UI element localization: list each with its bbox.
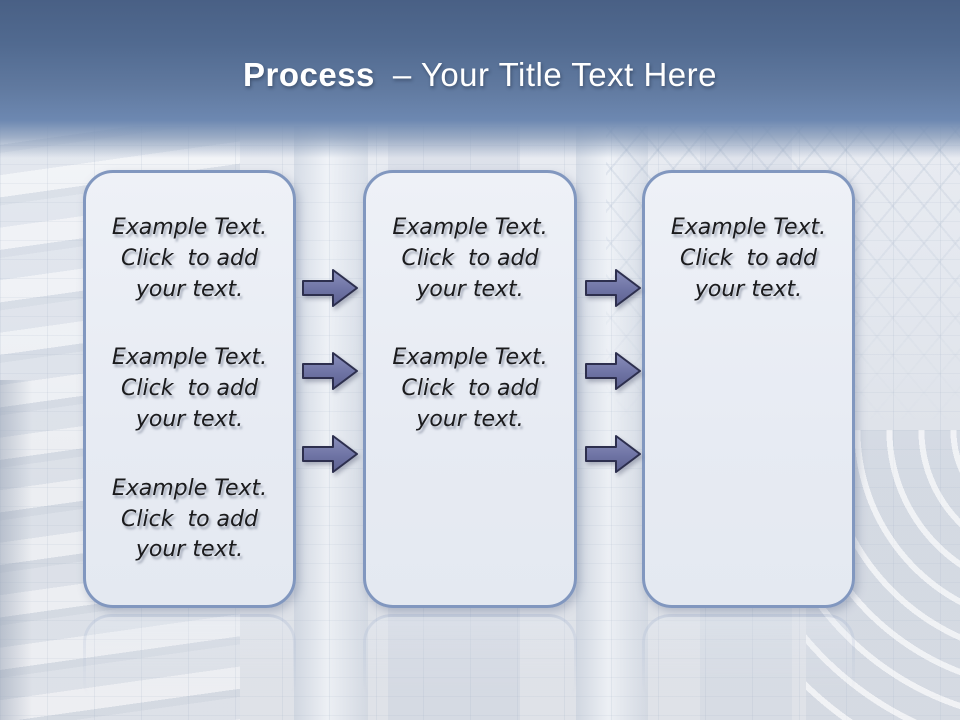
process-box-2[interactable]: Example Text. Click to add your text. Ex… [363,170,577,608]
placeholder-text[interactable]: Example Text. Click to add your text. [392,215,548,302]
title-secondary: – Your Title Text Here [392,56,718,93]
title-bar: Process – Your Title Text Here [0,0,960,158]
bg-building-left-edge [0,380,32,720]
placeholder-text[interactable]: Example Text. Click to add your text. [670,215,827,302]
arrow-right-icon[interactable] [302,351,358,391]
box-reflection-3 [642,614,855,710]
placeholder-text[interactable]: Example Text. Click to add your text. [111,345,268,432]
title-primary: Process [242,56,375,93]
slide-title[interactable]: Process – Your Title Text Here [0,42,960,108]
placeholder-text[interactable]: Example Text. Click to add your text. [111,215,268,302]
process-box-1[interactable]: Example Text. Click to add your text. Ex… [83,170,296,608]
arrow-right-icon[interactable] [585,434,641,474]
box-reflection-2 [363,614,577,710]
bg-tower-gap-1 [294,126,368,720]
bg-tower-gap-2 [576,126,648,720]
arrow-right-icon[interactable] [302,268,358,308]
placeholder-text[interactable]: Example Text. Click to add your text. [111,475,268,563]
arrow-right-icon[interactable] [585,351,641,391]
box-reflection-1 [83,614,296,710]
arrow-right-icon[interactable] [585,268,641,308]
arrow-right-icon[interactable] [302,434,358,474]
process-box-3[interactable]: Example Text. Click to add your text. [642,170,855,608]
placeholder-text[interactable]: Example Text. Click to add your text. [392,345,548,432]
